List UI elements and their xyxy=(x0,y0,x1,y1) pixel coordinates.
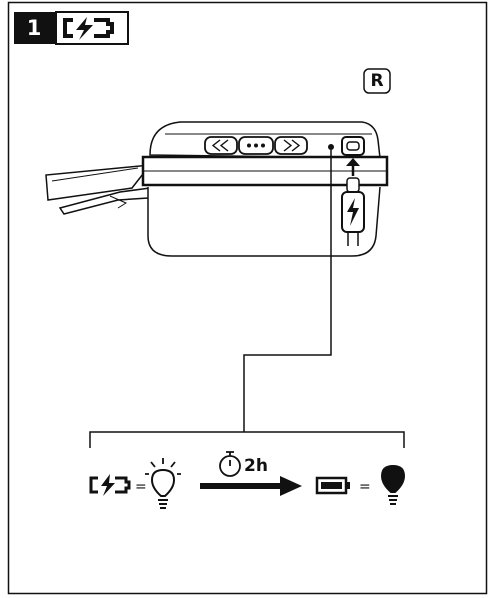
full-battery-icon xyxy=(315,476,350,495)
equals-sign-2: = xyxy=(359,479,371,495)
status-led-icon xyxy=(328,144,334,150)
step-number: 1 xyxy=(26,16,42,40)
led-steady-icon xyxy=(380,464,406,505)
rewind-button-icon xyxy=(204,136,238,155)
side-marker-box xyxy=(363,68,391,94)
process-arrow-icon xyxy=(200,476,302,496)
stopwatch-icon xyxy=(219,451,241,477)
callout-line xyxy=(243,150,332,432)
insert-arrow-icon xyxy=(346,158,360,176)
equals-sign-1: = xyxy=(135,479,147,495)
step-icon-box xyxy=(55,11,129,45)
usb-c-port-icon xyxy=(341,136,365,156)
step-number-box xyxy=(14,12,56,44)
charging-duration: 2h xyxy=(244,456,268,476)
page-border xyxy=(7,1,488,595)
side-marker-label: R xyxy=(370,71,384,91)
legend-bracket xyxy=(89,431,405,448)
usb-c-cable-icon xyxy=(341,177,365,246)
multifunction-button-icon xyxy=(238,136,274,155)
charging-icon xyxy=(63,17,114,40)
fast-forward-button-icon xyxy=(274,136,308,155)
headband xyxy=(45,164,152,215)
led-blinking-icon xyxy=(145,458,181,509)
step-header xyxy=(14,11,129,45)
charging-battery-icon xyxy=(89,474,131,496)
